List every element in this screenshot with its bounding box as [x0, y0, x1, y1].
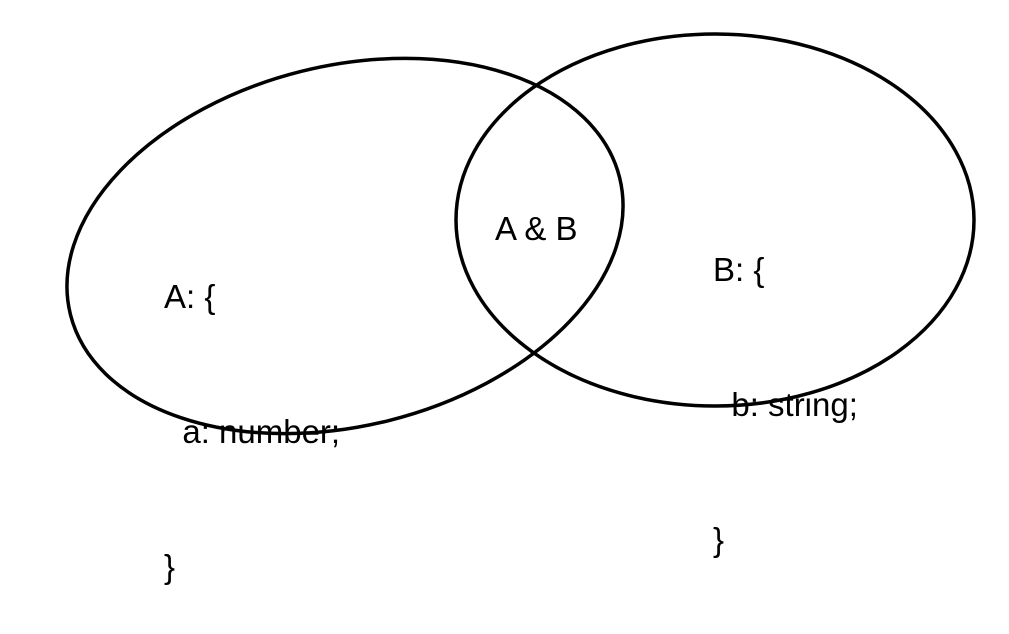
set-a-line-3: } [164, 548, 176, 585]
set-a-label: A: { a: number; } [164, 184, 340, 634]
set-b-ellipse [454, 32, 976, 408]
set-b-line-1: B: { [713, 251, 765, 288]
set-b-line-3: } [713, 521, 725, 558]
set-b-label: B: { b: string; } [713, 157, 858, 607]
venn-diagram [65, 32, 976, 436]
set-a-ellipse [65, 56, 625, 436]
set-a-line-2: a: number; [164, 413, 341, 450]
set-b-line-2: b: string; [713, 386, 858, 423]
set-a-line-1: A: { [164, 278, 216, 315]
intersection-label: A & B [495, 210, 578, 247]
